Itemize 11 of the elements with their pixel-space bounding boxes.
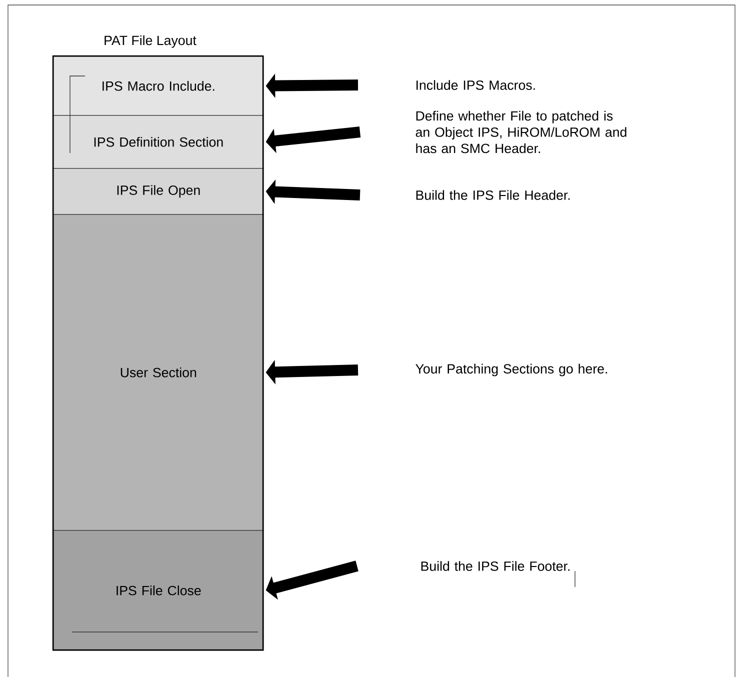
section-box: IPS File Close: [53, 530, 264, 651]
description-text: Include IPS Macros.: [416, 80, 535, 90]
section-box: IPS Definition Section: [53, 115, 264, 169]
section-box: User Section: [53, 214, 264, 531]
section-box: IPS Macro Include.: [53, 56, 264, 116]
description-text: Your Patching Sections go here.: [416, 364, 607, 376]
description-text: Define whether File to patched is an Object IPS, HiROM/LoROM and has an SMC Header.: [416, 110, 626, 154]
section-box: IPS File Open: [53, 168, 264, 215]
description-text: Build the IPS File Footer.: [421, 561, 570, 571]
description-text: Build the IPS File Header.: [416, 190, 570, 200]
diagram-title: PAT File Layout: [104, 35, 196, 48]
